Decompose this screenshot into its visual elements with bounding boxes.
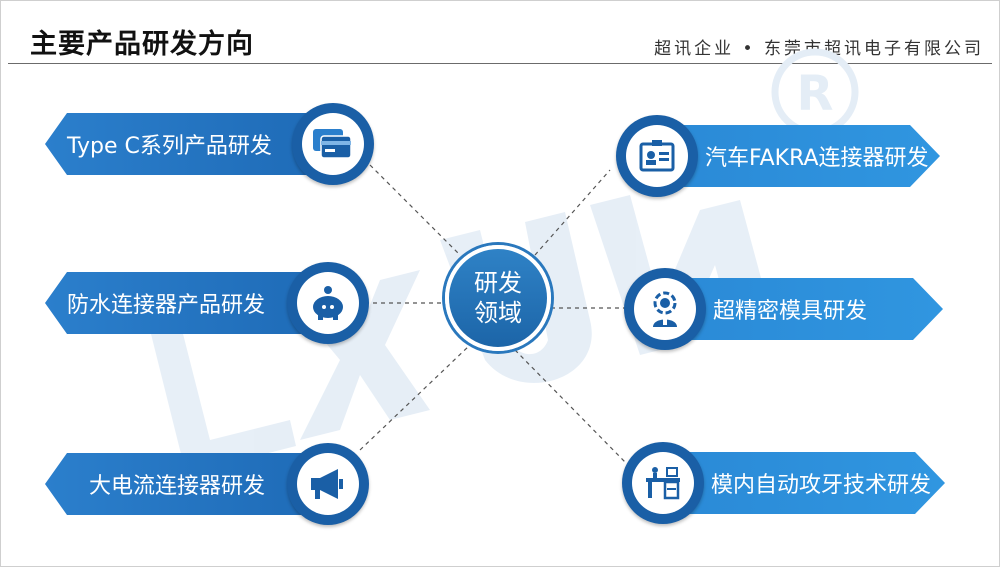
right-item-2-badge bbox=[624, 268, 706, 350]
left-item-2-badge bbox=[287, 262, 369, 344]
left-item-3[interactable]: 大电流连接器研发 bbox=[45, 453, 335, 515]
workstation-icon bbox=[646, 467, 680, 500]
left-item-1-label: Type C系列产品研发 bbox=[67, 134, 272, 159]
svg-text:R: R bbox=[797, 66, 834, 122]
left-item-1[interactable]: Type C系列产品研发 bbox=[45, 113, 335, 175]
left-item-2-label: 防水连接器产品研发 bbox=[67, 293, 266, 318]
right-item-3-badge bbox=[622, 442, 704, 524]
center-label-line1: 研发 bbox=[474, 269, 522, 297]
operator-icon bbox=[653, 291, 677, 327]
connector-line bbox=[514, 349, 626, 463]
header-divider bbox=[8, 63, 992, 64]
piggy-bank-icon bbox=[313, 286, 343, 320]
left-item-3-label: 大电流连接器研发 bbox=[89, 474, 266, 499]
connector-line bbox=[369, 164, 461, 256]
page-title: 主要产品研发方向 bbox=[30, 29, 254, 60]
megaphone-icon bbox=[311, 469, 343, 499]
left-item-2[interactable]: 防水连接器产品研发 bbox=[45, 272, 335, 334]
left-item-1-badge bbox=[292, 103, 374, 185]
right-item-3-label: 模内自动攻牙技术研发 bbox=[711, 473, 932, 498]
left-item-3-badge bbox=[287, 443, 369, 525]
card-icon bbox=[313, 129, 352, 159]
center-hub: 研发 领域 bbox=[445, 245, 551, 351]
right-item-1-badge bbox=[616, 115, 698, 197]
center-label-line2: 领域 bbox=[474, 299, 522, 327]
connector-line bbox=[359, 344, 471, 451]
right-item-1[interactable]: 汽车FAKRA连接器研发 bbox=[655, 125, 940, 187]
connector-line bbox=[534, 169, 611, 256]
right-item-2-label: 超精密模具研发 bbox=[713, 299, 868, 324]
id-card-icon bbox=[639, 140, 675, 172]
right-item-1-label: 汽车FAKRA连接器研发 bbox=[705, 146, 929, 171]
